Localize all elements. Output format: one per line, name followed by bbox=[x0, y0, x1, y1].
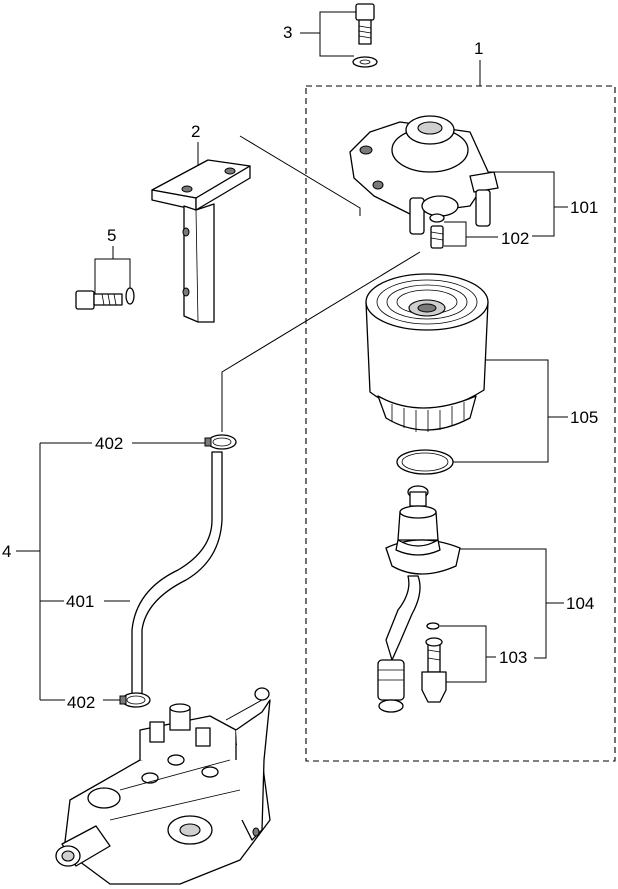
callout-105: 105 bbox=[570, 408, 598, 427]
callout-4: 4 bbox=[2, 542, 11, 561]
callout-402-bottom: 402 bbox=[67, 693, 95, 712]
bracket-part-2 bbox=[151, 159, 251, 323]
injection-pump bbox=[55, 687, 271, 885]
filter-cartridge-part-105 bbox=[365, 273, 489, 475]
callout-402-top: 402 bbox=[95, 434, 123, 453]
callout-104: 104 bbox=[566, 594, 594, 613]
assembly-boundary-dashed bbox=[305, 85, 616, 762]
callout-101: 101 bbox=[570, 198, 598, 217]
callout-401: 401 bbox=[66, 592, 94, 611]
filter-head-part-101 bbox=[349, 115, 499, 235]
callout-102: 102 bbox=[501, 229, 529, 248]
drain-plug-part-103 bbox=[421, 622, 447, 703]
callout-5: 5 bbox=[107, 226, 116, 245]
callout-2: 2 bbox=[191, 122, 200, 141]
callout-103: 103 bbox=[499, 648, 527, 667]
callout-1: 1 bbox=[474, 39, 483, 58]
hose-assembly-part-4 bbox=[119, 434, 237, 708]
water-sensor-part-104 bbox=[377, 485, 461, 713]
bolt-part-3 bbox=[352, 3, 378, 68]
leader-lines bbox=[16, 11, 568, 701]
bolt-part-5 bbox=[75, 287, 135, 310]
callout-3: 3 bbox=[283, 23, 292, 42]
bleeder-screw-part-102 bbox=[429, 213, 445, 249]
